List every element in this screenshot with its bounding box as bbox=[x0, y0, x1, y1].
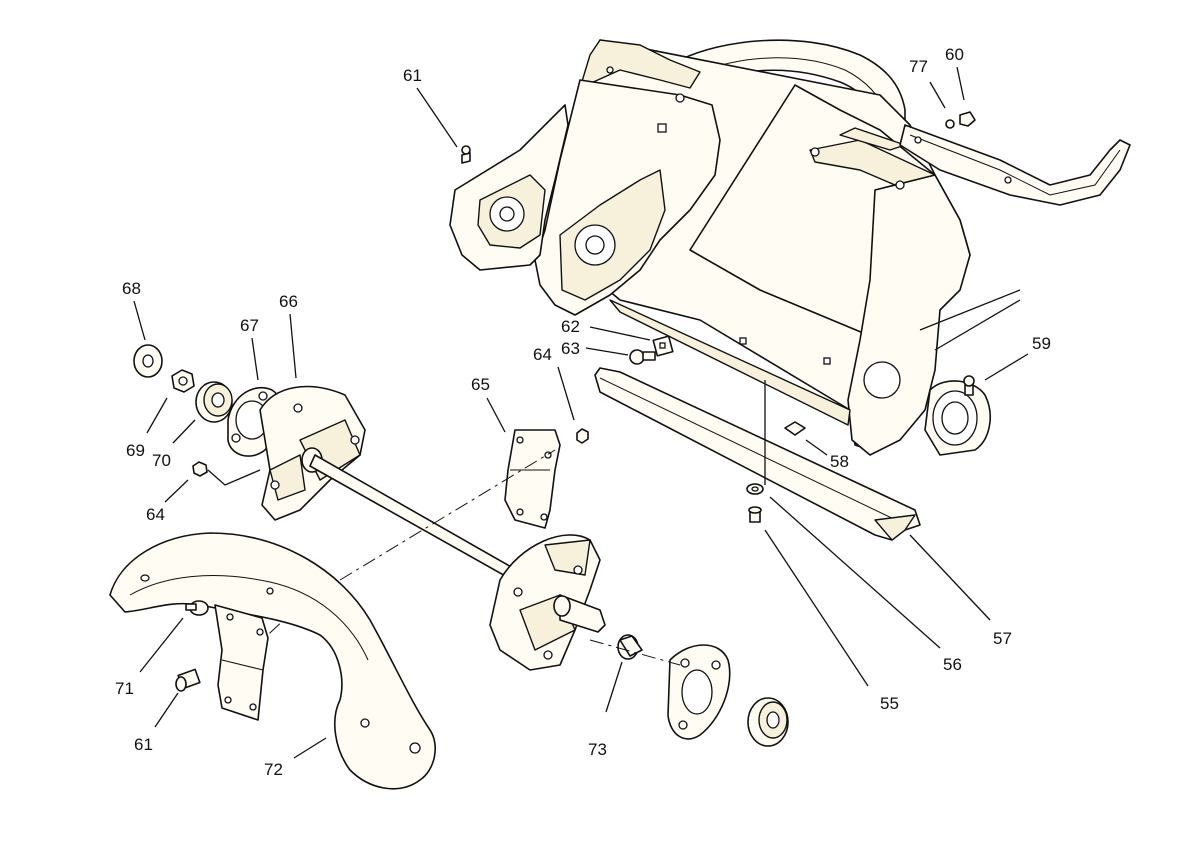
callout-60: 60 bbox=[945, 45, 964, 64]
callout-65: 65 bbox=[471, 375, 490, 394]
callout-69: 69 bbox=[126, 441, 145, 460]
fasteners-housing bbox=[461, 111, 976, 523]
callout-56: 56 bbox=[943, 655, 962, 674]
auger-blade bbox=[109, 532, 436, 790]
callout-64-left: 64 bbox=[146, 505, 165, 524]
callout-73: 73 bbox=[588, 740, 607, 759]
callout-71: 71 bbox=[115, 679, 134, 698]
callout-labels: 61 77 60 68 66 67 62 63 64 65 59 69 70 6… bbox=[115, 45, 1051, 779]
callout-61-bottom: 61 bbox=[134, 735, 153, 754]
callout-61-top: 61 bbox=[403, 66, 422, 85]
callout-72: 72 bbox=[264, 760, 283, 779]
callout-leaders bbox=[133, 66, 1029, 759]
callout-59: 59 bbox=[1032, 334, 1051, 353]
impeller-shaft-assembly bbox=[133, 344, 789, 747]
callout-55: 55 bbox=[880, 694, 899, 713]
callout-77: 77 bbox=[909, 57, 928, 76]
scraper-bar bbox=[594, 367, 921, 541]
callout-68: 68 bbox=[122, 279, 141, 298]
callout-70: 70 bbox=[152, 451, 171, 470]
callout-64-mid: 64 bbox=[533, 345, 552, 364]
callout-63: 63 bbox=[561, 339, 580, 358]
callout-66: 66 bbox=[279, 292, 298, 311]
auger-housing bbox=[449, 39, 1131, 456]
callout-57: 57 bbox=[993, 629, 1012, 648]
callout-62: 62 bbox=[561, 317, 580, 336]
callout-58: 58 bbox=[830, 452, 849, 471]
callout-67: 67 bbox=[240, 316, 259, 335]
